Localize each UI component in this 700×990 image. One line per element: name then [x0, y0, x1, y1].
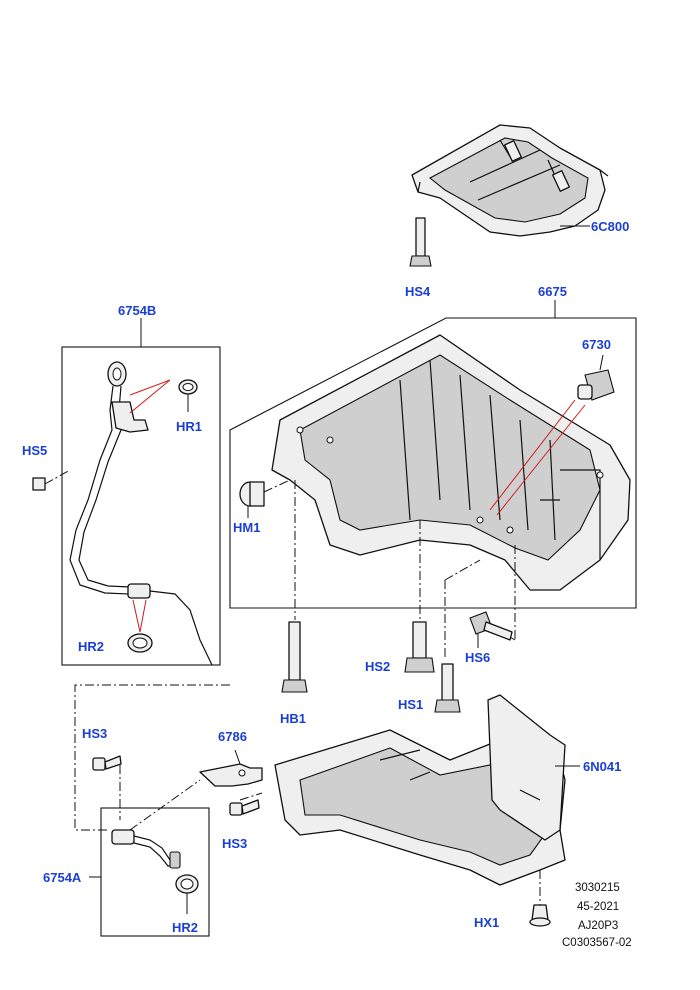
callout-HB1: HB1 [280, 711, 306, 726]
callout-6675: 6675 [538, 284, 567, 299]
reference-line-4: C0303567-02 [562, 937, 632, 949]
callout-HS3-upper: HS3 [82, 726, 107, 741]
bolt-HS4 [409, 217, 432, 267]
callout-HR2-lower: HR2 [172, 920, 198, 935]
callout-HS3-lower: HS3 [222, 836, 247, 851]
callout-6N041: 6N041 [583, 759, 621, 774]
o-ring-HR2-lower [175, 874, 199, 914]
reference-line-3: AJ20P3 [578, 920, 618, 932]
sump-guard-6N041 [274, 694, 580, 886]
drain-plug-6730 [577, 354, 615, 401]
callout-6754A: 6754A [43, 870, 82, 885]
callout-HS2: HS2 [365, 659, 390, 674]
callout-6754B: 6754B [118, 303, 156, 318]
bolt-HS5 [32, 469, 71, 491]
callout-HS1: HS1 [398, 697, 423, 712]
windage-tray-6C800 [411, 124, 609, 237]
bolt-HS2 [404, 621, 435, 673]
fastener-HX1 [529, 870, 551, 927]
callout-HS5: HS5 [22, 443, 47, 458]
bracket-6786 [199, 749, 263, 787]
bolt-HB1 [281, 621, 308, 693]
callout-6730: 6730 [582, 337, 611, 352]
dipstick-tube-6754A [111, 829, 181, 869]
reference-line-1: 3030215 [575, 882, 620, 894]
dipstick-tube-6754B [69, 361, 213, 666]
bolt-HS3-upper [92, 755, 122, 771]
o-ring-HR1 [178, 379, 198, 412]
dipstick-tube-box-6754A [100, 807, 210, 937]
bolt-HS1 [434, 663, 461, 713]
oil-pan-box-6675 [229, 317, 637, 609]
callout-HM1: HM1 [233, 520, 260, 535]
bolt-HS6 [469, 611, 513, 648]
o-ring-HR2-upper [127, 633, 153, 653]
callout-HR2-upper: HR2 [78, 639, 104, 654]
bolt-HS3-lower [229, 799, 260, 816]
callout-6786: 6786 [218, 729, 247, 744]
callout-HS4: HS4 [405, 284, 431, 299]
reference-line-2: 45-2021 [577, 901, 619, 913]
oil-pan-6675 [271, 334, 631, 591]
callout-6C800: 6C800 [591, 219, 629, 234]
plug-HM1 [239, 479, 291, 518]
callout-HR1: HR1 [176, 419, 202, 434]
callout-HX1: HX1 [474, 915, 499, 930]
callout-HS6: HS6 [465, 650, 490, 665]
